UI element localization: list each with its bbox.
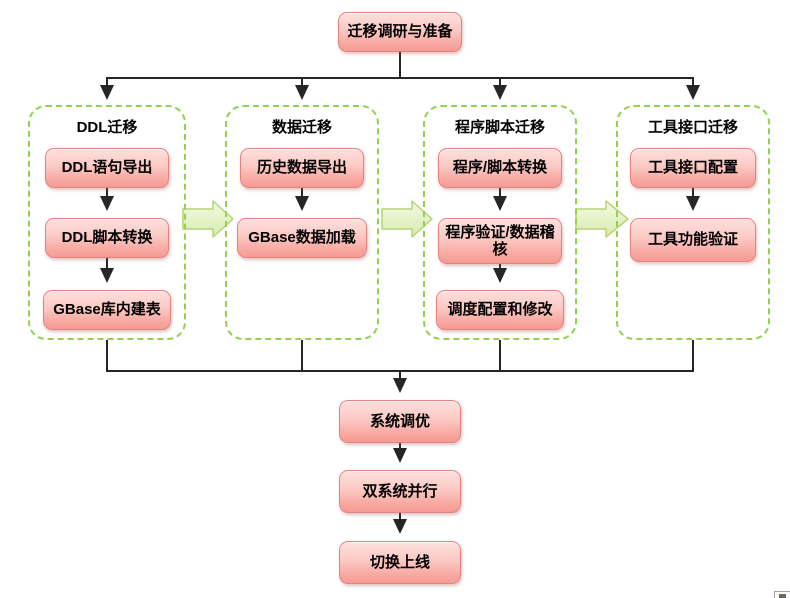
flow-node-step: GBase数据加载 (237, 218, 367, 258)
flow-node-step: DDL语句导出 (45, 148, 169, 188)
corner-widget-icon (779, 594, 786, 598)
top-splitter-lines (100, 52, 700, 100)
phase-title: 程序脚本迁移 (454, 119, 545, 136)
phase-title: 数据迁移 (271, 119, 332, 136)
flow-node-step: DDL脚本转换 (45, 218, 169, 258)
flow-node-step: 工具接口配置 (630, 148, 756, 188)
flow-node-final: 切换上线 (339, 541, 461, 584)
phase-title: 工具接口迁移 (647, 119, 738, 136)
flow-node-step: GBase库内建表 (43, 290, 171, 330)
flow-node-step: 工具功能验证 (630, 218, 756, 262)
bottom-collector-lines (106, 340, 694, 393)
flow-node-step: 调度配置和修改 (436, 290, 564, 330)
flow-node-step: 程序验证/数据稽核 (438, 218, 562, 264)
phase-data-migration: 数据迁移 (225, 105, 379, 340)
phase-tool-interface-migration: 工具接口迁移 (616, 105, 770, 340)
flow-node-final: 双系统并行 (339, 470, 461, 513)
flow-node-start: 迁移调研与准备 (338, 12, 462, 52)
flow-node-step: 历史数据导出 (240, 148, 364, 188)
phase-ddl-migration: DDL迁移 (28, 105, 186, 340)
phase-script-migration: 程序脚本迁移 (423, 105, 577, 340)
phase-title: DDL迁移 (76, 119, 138, 136)
flow-node-step: 程序/脚本转换 (438, 148, 562, 188)
clipped-corner-widget (774, 591, 790, 598)
flow-node-final: 系统调优 (339, 400, 461, 443)
phase-step-arrows (100, 188, 700, 283)
